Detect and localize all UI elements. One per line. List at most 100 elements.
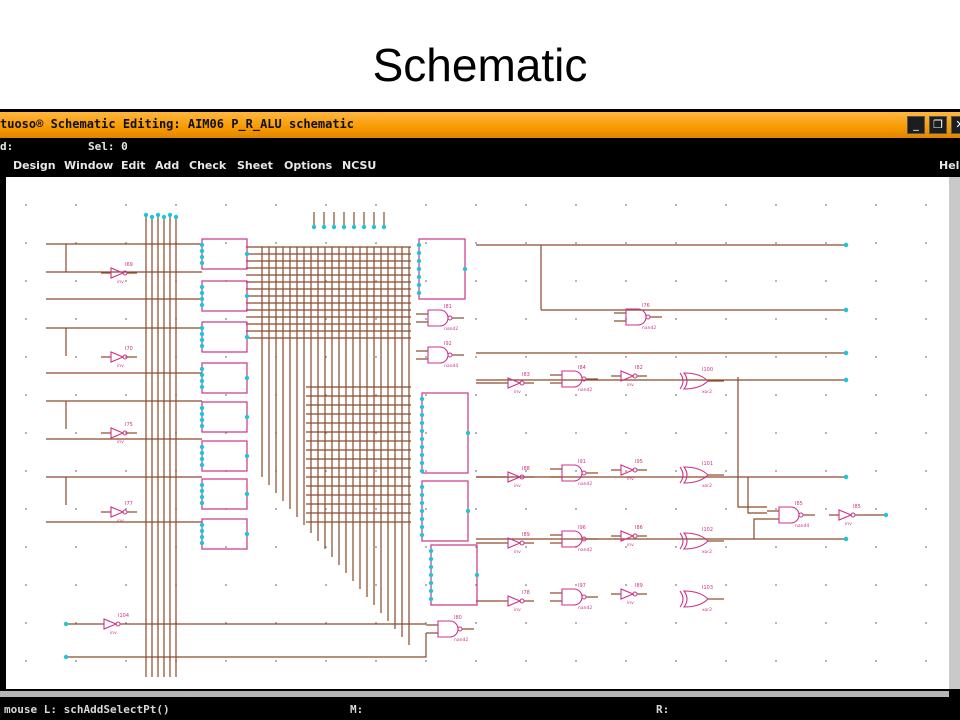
instance-label: I75 <box>125 422 133 428</box>
pin-terminal <box>199 444 205 450</box>
menu-help[interactable]: Help <box>939 159 960 172</box>
grid-dot <box>875 546 877 548</box>
wire <box>753 518 767 539</box>
close-button[interactable]: ✕ <box>951 116 960 134</box>
grid-dot <box>475 280 477 282</box>
grid-dot <box>325 660 327 662</box>
grid-dot <box>725 622 727 624</box>
grid-dot <box>375 584 377 586</box>
inverter-bubble <box>122 430 128 436</box>
instance-label: I92 <box>444 341 452 347</box>
grid-dot <box>775 242 777 244</box>
pin-terminal <box>244 334 250 340</box>
instance-label: I89 <box>522 532 530 538</box>
pin-terminal <box>843 307 849 313</box>
menu-sheet[interactable]: Sheet <box>237 159 273 172</box>
pin-terminal <box>428 596 434 602</box>
grid-dot <box>575 356 577 358</box>
pin-terminal <box>416 282 422 288</box>
inverter-symbol <box>103 618 118 630</box>
pin-terminal <box>199 296 205 302</box>
menu-design[interactable]: Design <box>13 159 56 172</box>
vertical-scrollbar[interactable] <box>949 177 960 689</box>
grid-dot <box>775 546 777 548</box>
grid-dot <box>825 204 827 206</box>
menu-check[interactable]: Check <box>189 159 227 172</box>
logic-block <box>418 238 466 300</box>
instance-label: I77 <box>125 501 133 507</box>
grid-dot <box>775 508 777 510</box>
grid-dot <box>575 584 577 586</box>
grid-dot <box>675 432 677 434</box>
grid-dot <box>625 356 627 358</box>
instance-label: I101 <box>702 461 713 467</box>
pin-terminal <box>419 412 425 418</box>
grid-dot <box>475 242 477 244</box>
menu-edit[interactable]: Edit <box>121 159 146 172</box>
grid-dot <box>925 584 927 586</box>
grid-dot <box>325 204 327 206</box>
grid-dot <box>375 204 377 206</box>
window-titlebar[interactable]: tuoso® Schematic Editing: AIM06 P_R_ALU … <box>0 112 960 138</box>
pin-terminal <box>419 420 425 426</box>
grid-dot <box>275 546 277 548</box>
inverter-symbol <box>507 537 522 549</box>
pin-terminal <box>199 462 205 468</box>
menu-options[interactable]: Options <box>284 159 333 172</box>
schematic-drawing[interactable]: I69invI70invI75invI77invI104invI81nand2I… <box>6 177 949 689</box>
grid-dot <box>775 204 777 206</box>
grid-dot <box>725 204 727 206</box>
grid-dot <box>475 470 477 472</box>
pin-terminal <box>244 531 250 537</box>
grid-dot <box>475 204 477 206</box>
nand-symbol <box>437 620 459 638</box>
slide-title: Schematic <box>372 39 588 91</box>
pin-terminal <box>361 224 367 230</box>
grid-dot <box>575 622 577 624</box>
grid-dot <box>825 470 827 472</box>
grid-dot <box>475 394 477 396</box>
instance-label: I78 <box>522 590 530 596</box>
grid-dot <box>125 660 127 662</box>
pin-terminal <box>416 290 422 296</box>
grid-dot <box>825 280 827 282</box>
menu-add[interactable]: Add <box>155 159 180 172</box>
grid-dot <box>875 660 877 662</box>
inverter-symbol <box>620 370 635 382</box>
pin-terminal <box>843 474 849 480</box>
pin-terminal <box>161 214 167 220</box>
grid-dot <box>325 584 327 586</box>
inverter-symbol <box>507 471 522 483</box>
pin-terminal <box>428 564 434 570</box>
grid-dot <box>225 546 227 548</box>
nand-symbol <box>561 464 583 482</box>
grid-dot <box>425 508 427 510</box>
grid-dot <box>225 242 227 244</box>
menu-ncsu[interactable]: NCSU <box>342 159 377 172</box>
inverter-symbol <box>507 595 522 607</box>
grid-dot <box>775 432 777 434</box>
pin-terminal <box>199 540 205 546</box>
pin-terminal <box>428 588 434 594</box>
grid-dot <box>875 204 877 206</box>
cell-name: inv <box>514 483 521 489</box>
grid-dot <box>275 660 277 662</box>
grid-dot <box>375 356 377 358</box>
grid-dot <box>725 432 727 434</box>
pin-terminal <box>416 266 422 272</box>
grid-dot <box>675 394 677 396</box>
grid-dot <box>675 318 677 320</box>
pin-terminal <box>63 654 69 660</box>
inverter-bubble <box>519 474 525 480</box>
menu-window[interactable]: Window <box>64 159 114 172</box>
pin-terminal <box>465 508 471 514</box>
pin-terminal <box>371 224 377 230</box>
restore-button[interactable]: ❐ <box>929 116 947 134</box>
minimize-button[interactable]: _ <box>907 116 925 134</box>
pin-terminal <box>199 290 205 296</box>
grid-dot <box>475 318 477 320</box>
horizontal-scrollbar[interactable] <box>0 691 949 697</box>
grid-dot <box>875 394 877 396</box>
grid-dot <box>925 204 927 206</box>
